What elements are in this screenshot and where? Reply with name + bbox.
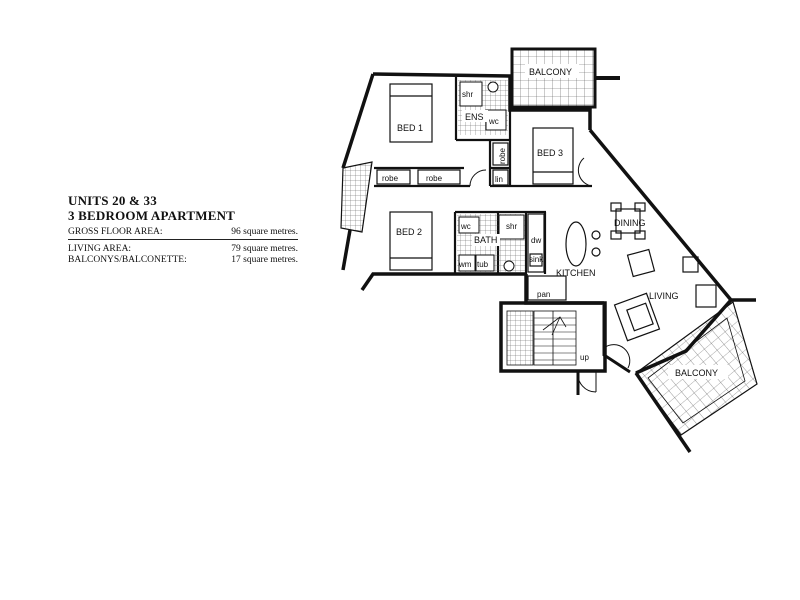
living-area-label: LIVING AREA: (68, 244, 132, 254)
balconies-row: BALCONYS/BALCONETTE: 17 square metres. (68, 255, 298, 266)
bathroom-fixtures (457, 214, 525, 272)
living-area-value: 79 square metres. (231, 244, 298, 254)
stair-well (499, 301, 607, 373)
gross-floor-area-value: 96 square metres. (231, 227, 298, 237)
room-label-bed-1: BED 1 (397, 123, 423, 133)
interior-walls (374, 77, 592, 274)
fixture-label-dw: dw (531, 236, 541, 245)
room-label-bed-3: BED 3 (537, 148, 563, 158)
gross-floor-area-label: GROSS FLOOR AREA: (68, 227, 163, 237)
room-label-kitchen: KITCHEN (556, 268, 596, 278)
bed-2 (389, 211, 433, 271)
fixture-label-tub: tub (477, 260, 489, 269)
living-furniture (613, 248, 717, 342)
balconies-value: 17 square metres. (231, 255, 298, 265)
room-label-dining: DINING (614, 218, 646, 228)
dining-table (610, 202, 646, 240)
fixture-label-robe-vertical: robe (498, 147, 507, 164)
unit-title: UNITS 20 & 33 (68, 193, 157, 208)
fixture-label-robe-right: robe (426, 174, 443, 183)
living-area-row: LIVING AREA: 79 square metres. (68, 244, 298, 255)
fixture-label-robe-left: robe (382, 174, 399, 183)
balconies-label: BALCONYS/BALCONETTE: (68, 255, 187, 265)
room-label-balcony-right: BALCONY (675, 368, 718, 378)
fixture-label-wm: wm (458, 260, 472, 269)
balcony-top (510, 47, 597, 109)
ensuite-fixtures (458, 80, 508, 135)
fixture-label-shr-bath: shr (506, 222, 517, 231)
kitchen-bench (527, 213, 601, 301)
fixture-label-pan: pan (537, 290, 550, 299)
room-label-balcony-top: BALCONY (529, 67, 572, 77)
balconette-left (340, 161, 373, 233)
room-label-living: LIVING (649, 291, 679, 301)
door-swings (469, 157, 631, 393)
fixture-label-sink: sink (529, 255, 544, 264)
gross-floor-area-row: GROSS FLOOR AREA: 96 square metres. (68, 227, 298, 240)
fixture-label-lin: lin (495, 175, 503, 184)
fixture-label-shr-ensuite: shr (462, 90, 473, 99)
room-label-bath: BATH (474, 235, 497, 245)
fixture-label-up: up (580, 353, 589, 362)
room-label-bed-2: BED 2 (396, 227, 422, 237)
bed-1 (389, 83, 433, 143)
robe-closets (376, 142, 509, 186)
fixture-label-wc-bath: wc (460, 222, 471, 231)
unit-info-block: UNITS 20 & 33 3 BEDROOM APARTMENT GROSS … (68, 193, 298, 266)
apartment-type-title: 3 BEDROOM APARTMENT (68, 208, 236, 223)
fixture-label-wc-ensuite: wc (488, 117, 499, 126)
bed-3 (532, 127, 574, 185)
room-label-ensuite: ENS (465, 112, 484, 122)
